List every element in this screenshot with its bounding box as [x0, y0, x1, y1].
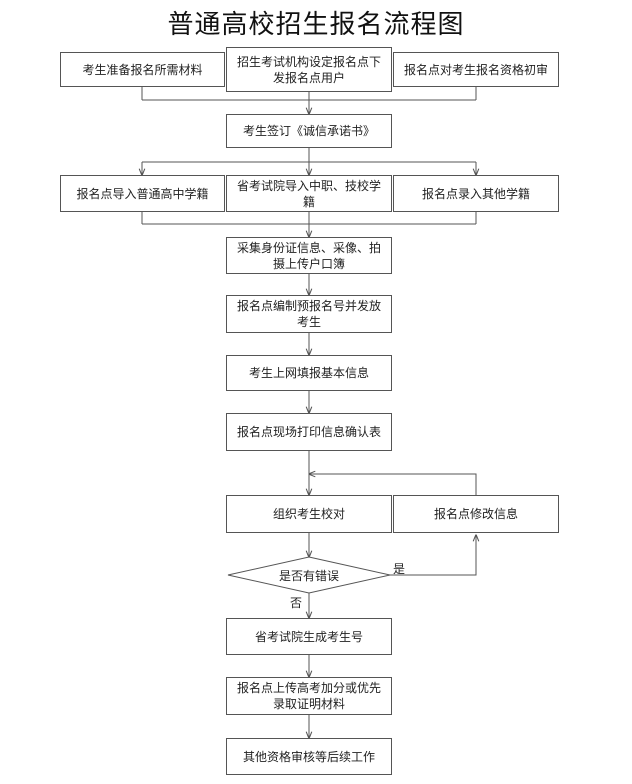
step-import-high-school: 报名点导入普通高中学籍 [60, 175, 225, 212]
step-generate-number: 省考试院生成考生号 [226, 618, 392, 655]
decision-yes-label: 是 [393, 562, 406, 576]
step-fill-online: 考生上网填报基本信息 [226, 355, 392, 391]
step-enter-other: 报名点录入其他学籍 [393, 175, 559, 212]
step-prepare-materials: 考生准备报名所需材料 [60, 52, 225, 87]
step-collect-info: 采集身份证信息、采像、拍摄上传户口簿 [226, 237, 392, 274]
step-organize-check: 组织考生校对 [226, 495, 392, 533]
step-assign-number: 报名点编制预报名号并发放考生 [226, 295, 392, 333]
step-institution-setup: 招生考试机构设定报名点下发报名点用户 [226, 47, 392, 92]
arrow-feedback-loop [309, 474, 477, 495]
step-print-form: 报名点现场打印信息确认表 [226, 413, 392, 451]
page-title: 普通高校招生报名流程图 [167, 10, 465, 40]
decision-diamond [227, 556, 391, 594]
step-initial-review: 报名点对考生报名资格初审 [393, 52, 559, 87]
step-sign-letter: 考生签订《诚信承诺书》 [226, 114, 392, 148]
step-follow-up: 其他资格审核等后续工作 [226, 738, 392, 775]
step-upload-bonus: 报名点上传高考加分或优先录取证明材料 [226, 677, 392, 715]
decision-no-label: 否 [290, 596, 303, 610]
step-import-vocational: 省考试院导入中职、技校学籍 [226, 175, 392, 212]
decision-text: 是否有错误 [278, 569, 339, 583]
arrow-decision-yes [390, 535, 476, 576]
step-modify-info: 报名点修改信息 [393, 495, 559, 533]
